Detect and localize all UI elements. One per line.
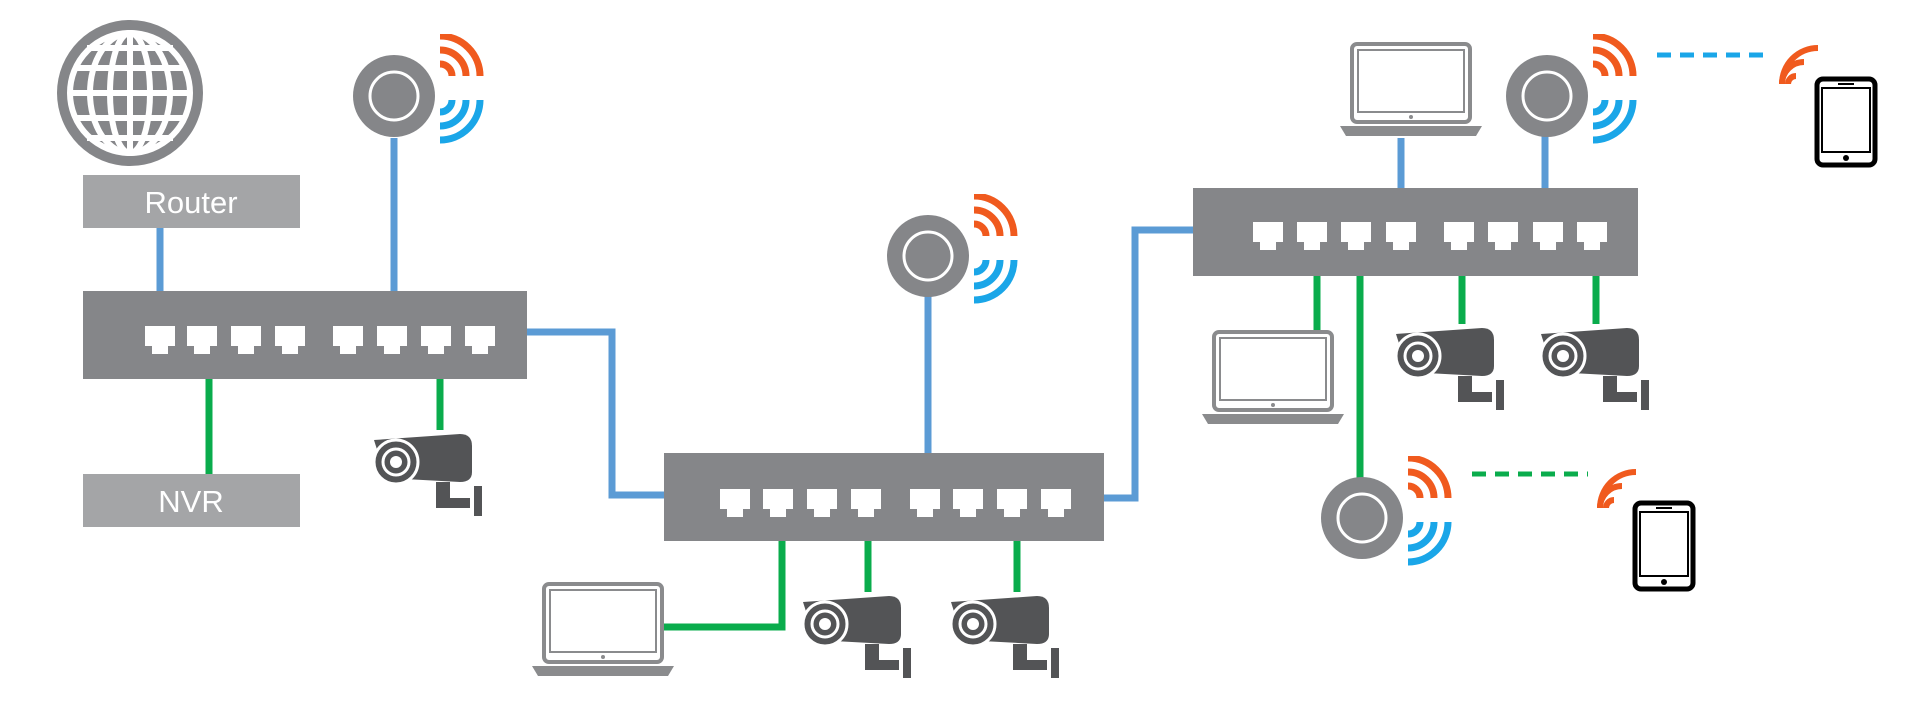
wireless-access-point-1[interactable] xyxy=(352,36,480,140)
security-camera-icon[interactable] xyxy=(801,594,913,680)
laptop-icon[interactable] xyxy=(1200,330,1346,426)
wireless-access-point-icon xyxy=(886,214,970,298)
tablet-icon xyxy=(1817,79,1875,165)
wireless-access-point-icon xyxy=(1320,476,1404,560)
wireless-access-point-icon xyxy=(352,54,436,138)
security-camera-icon[interactable] xyxy=(1539,326,1651,412)
tablet-1[interactable] xyxy=(1782,48,1875,165)
nvr-box[interactable]: NVR xyxy=(83,474,300,527)
security-camera-icon[interactable] xyxy=(372,432,484,518)
security-camera-icon[interactable] xyxy=(949,594,1061,680)
wifi-signal-icon xyxy=(440,36,480,140)
wireless-access-point-3[interactable] xyxy=(1505,36,1633,140)
wifi-signal-icon xyxy=(1600,472,1636,508)
network-switch-1[interactable] xyxy=(83,291,527,379)
wireless-access-point-4[interactable] xyxy=(1320,458,1448,562)
wifi-signal-icon xyxy=(1593,36,1633,140)
wireless-access-point-icon xyxy=(1505,54,1589,138)
laptop-icon[interactable] xyxy=(1338,42,1484,138)
router-label: Router xyxy=(144,185,237,220)
router-box[interactable]: Router xyxy=(83,175,300,228)
switch1-to-switch2-cable xyxy=(527,328,664,499)
laptop-icon[interactable] xyxy=(530,582,676,678)
wifi-signal-icon xyxy=(1408,458,1448,562)
wireless-access-point-2[interactable] xyxy=(886,196,1014,300)
nvr-label: NVR xyxy=(158,484,223,519)
globe-icon xyxy=(57,20,203,166)
network-switch-2[interactable] xyxy=(664,453,1104,541)
security-camera-icon[interactable] xyxy=(1394,326,1506,412)
switch2-to-laptop-cable xyxy=(660,505,786,631)
wifi-signal-icon xyxy=(1782,48,1818,84)
tablet-2[interactable] xyxy=(1600,472,1693,589)
uplink-cables xyxy=(156,136,1549,502)
switch2-to-switch3-cable xyxy=(1103,226,1193,502)
network-switch-3[interactable] xyxy=(1193,188,1638,276)
wifi-signal-icon xyxy=(974,196,1014,300)
wireless-links xyxy=(1472,52,1772,477)
tablet-icon xyxy=(1635,503,1693,589)
